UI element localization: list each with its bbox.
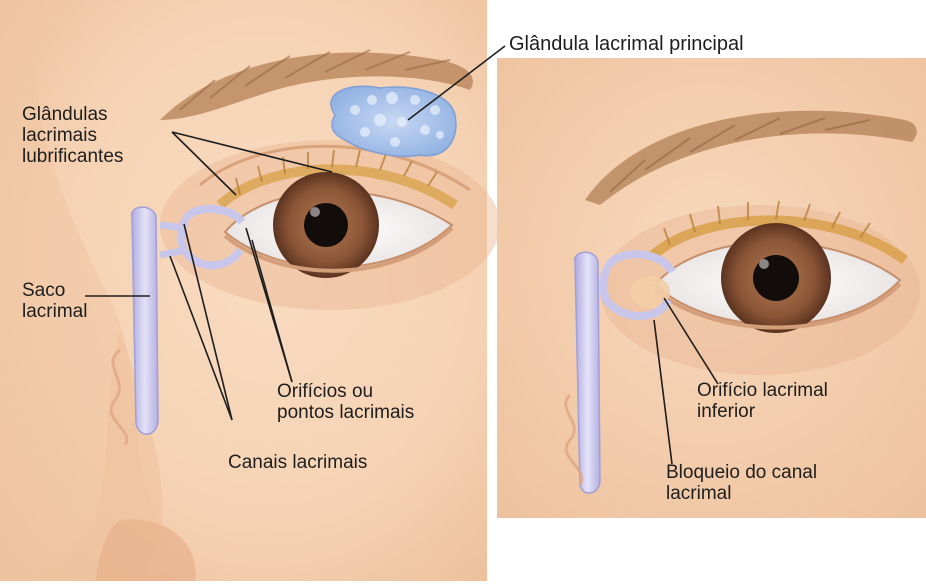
label-duct-block: Bloqueio do canal lacrimal xyxy=(666,462,817,504)
label-lacrimal-sac: Saco lacrimal xyxy=(22,280,87,322)
pupil-left xyxy=(304,203,348,247)
label-main-lacrimal-gland: Glândula lacrimal principal xyxy=(509,34,744,55)
label-canals: Canais lacrimais xyxy=(228,452,367,473)
label-puncta: Orifícios ou pontos lacrimais xyxy=(277,381,414,423)
lacrimal-sac-left xyxy=(132,207,158,434)
label-lower-punctum: Orifício lacrimal inferior xyxy=(697,380,828,422)
label-lubricating-glands: Glândulas lacrimais lubrificantes xyxy=(22,104,123,167)
right-face-panel xyxy=(497,58,926,518)
